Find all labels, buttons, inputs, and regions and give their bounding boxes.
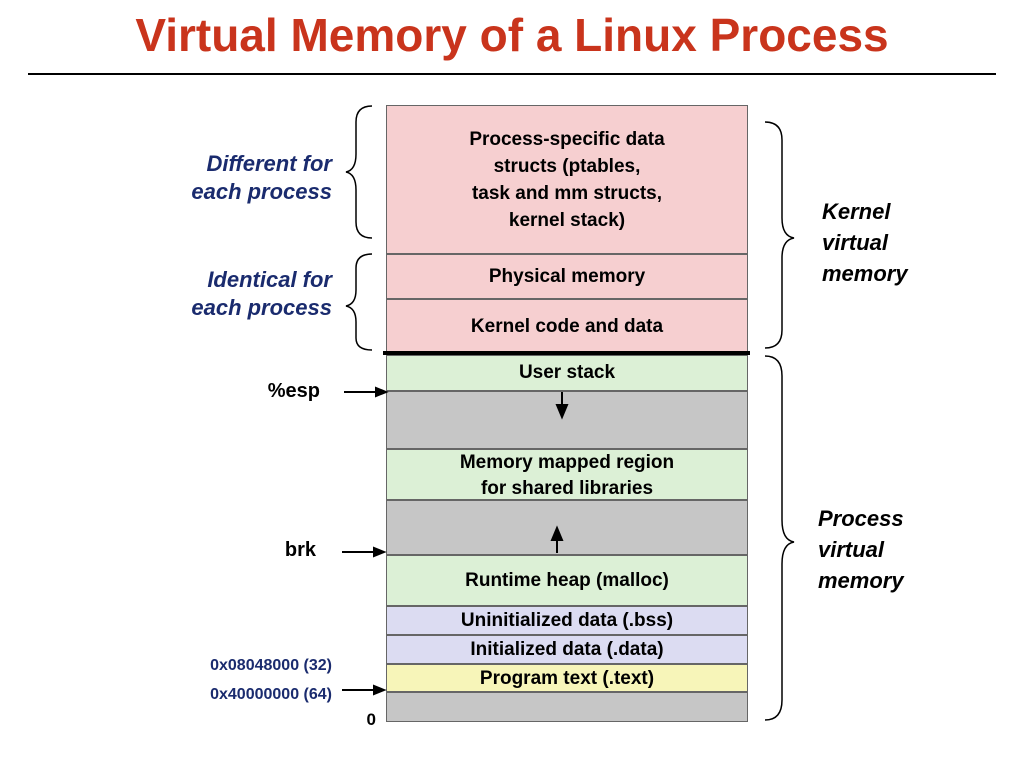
different-for-each-process-label: Different for each process [191, 151, 332, 204]
bss-block: Uninitialized data (.bss) [386, 606, 748, 635]
reserved-low-block [386, 692, 748, 722]
text-block: Program text (.text) [386, 664, 748, 692]
esp-label: %esp [267, 380, 320, 402]
kernel-virtual-memory-label: Kernel virtual memory [822, 199, 908, 286]
identical-for-each-process-label: Identical for each process [191, 267, 332, 320]
stack-growth-head [555, 404, 569, 420]
heap-growth-gap [386, 500, 748, 555]
kernel-code-data-block: Kernel code and data [386, 299, 748, 352]
process-specific-data-block: Process-specific data structs (ptables, … [386, 105, 748, 254]
brk-label: brk [284, 539, 316, 561]
esp-pointer-head [375, 386, 389, 398]
address-32bit-label: 0x08048000 (32) [210, 657, 332, 674]
left-brace-identical [345, 253, 373, 351]
process-virtual-memory-label: Process virtual memory [818, 506, 904, 593]
heap-growth-head [550, 525, 564, 541]
physical-memory-block: Physical memory [386, 254, 748, 299]
runtime-heap-block: Runtime heap (malloc) [386, 555, 748, 606]
brk-pointer-head [373, 546, 387, 558]
title-divider [28, 73, 996, 75]
data-block: Initialized data (.data) [386, 635, 748, 664]
user-stack-block: User stack [386, 355, 748, 391]
address-zero-label: 0 [366, 710, 376, 729]
right-brace-process [764, 355, 795, 721]
address-64bit-label: 0x40000000 (64) [210, 686, 332, 703]
memory-mapped-region-block: Memory mapped region for shared librarie… [386, 449, 748, 500]
kernel-user-boundary [383, 351, 750, 355]
stack-growth-gap [386, 391, 748, 449]
left-brace-different [345, 105, 373, 239]
page-title: Virtual Memory of a Linux Process [135, 9, 889, 61]
right-brace-kernel [764, 121, 795, 349]
text-start-head [373, 684, 387, 696]
